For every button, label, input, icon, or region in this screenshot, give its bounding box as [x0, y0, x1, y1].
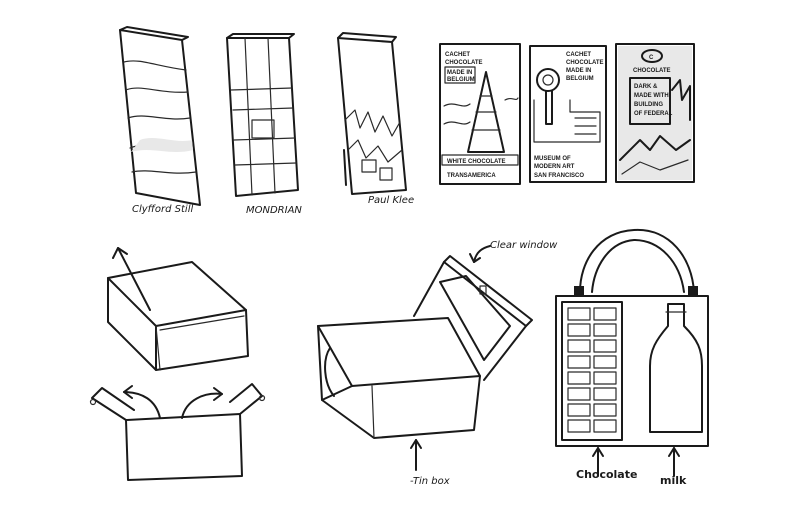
milk-bottle-icon	[649, 303, 703, 433]
bar6-line3: BUILDING	[634, 102, 663, 108]
bar6-line2: MADE WITH	[634, 93, 669, 99]
bar6-logo: C	[649, 55, 654, 61]
cachet-museum-bar: CACHET CHOCOLATE MADE IN BELGIUM MUSEUM …	[529, 45, 607, 183]
bar6-line1: DARK &	[634, 84, 658, 90]
still-bar-sketch	[119, 26, 201, 206]
chocolate-milk-box-sketch	[555, 228, 709, 477]
bar4-bottom: TRANSAMERICA	[447, 173, 496, 179]
label-clear-window: Clear window	[490, 240, 558, 251]
mondrian-bar-sketch	[226, 33, 299, 197]
caption-mondrian: MONDRIAN	[246, 205, 302, 216]
bar4-flavor: WHITE CHOCOLATE	[447, 159, 506, 165]
bar5-sub: CHOCOLATE	[566, 60, 604, 66]
caption-klee: Paul Klee	[368, 195, 414, 206]
label-tin-box: -Tin box	[410, 476, 450, 487]
open-flap-box-sketch	[89, 383, 266, 481]
cachet-dark-bar: C CHOCOLATE DARK & MADE WITH BUILDING OF…	[615, 43, 695, 183]
bar5-country: BELGIUM	[566, 76, 594, 82]
bar5-museum1: MUSEUM OF	[534, 156, 571, 162]
bar5-made: MADE IN	[566, 68, 591, 74]
bar4-made: MADE IN	[447, 70, 472, 76]
bar4-brand: CACHET	[445, 52, 470, 58]
chocolate-grid	[567, 307, 617, 433]
klee-bar-sketch	[337, 32, 407, 195]
caption-still: Clyfford Still	[132, 204, 193, 215]
bar4-sub: CHOCOLATE	[445, 60, 483, 66]
bar4-country: BELGIUM	[447, 77, 475, 83]
bar5-brand: CACHET	[566, 52, 591, 58]
tin-box-sketch	[317, 245, 533, 471]
bar5-city: SAN FRANCISCO	[534, 173, 584, 179]
bar6-sub: CHOCOLATE	[633, 68, 671, 74]
cachet-transamerica-bar: CACHET CHOCOLATE MADE IN BELGIUM WHITE C…	[439, 43, 521, 185]
label-milk: milk	[660, 474, 687, 487]
bar5-museum2: MODERN ART	[534, 164, 575, 170]
bar6-line4: OF FEDERAL	[634, 111, 673, 117]
sleeve-box-sketch	[107, 247, 249, 371]
label-chocolate: Chocolate	[576, 468, 637, 481]
